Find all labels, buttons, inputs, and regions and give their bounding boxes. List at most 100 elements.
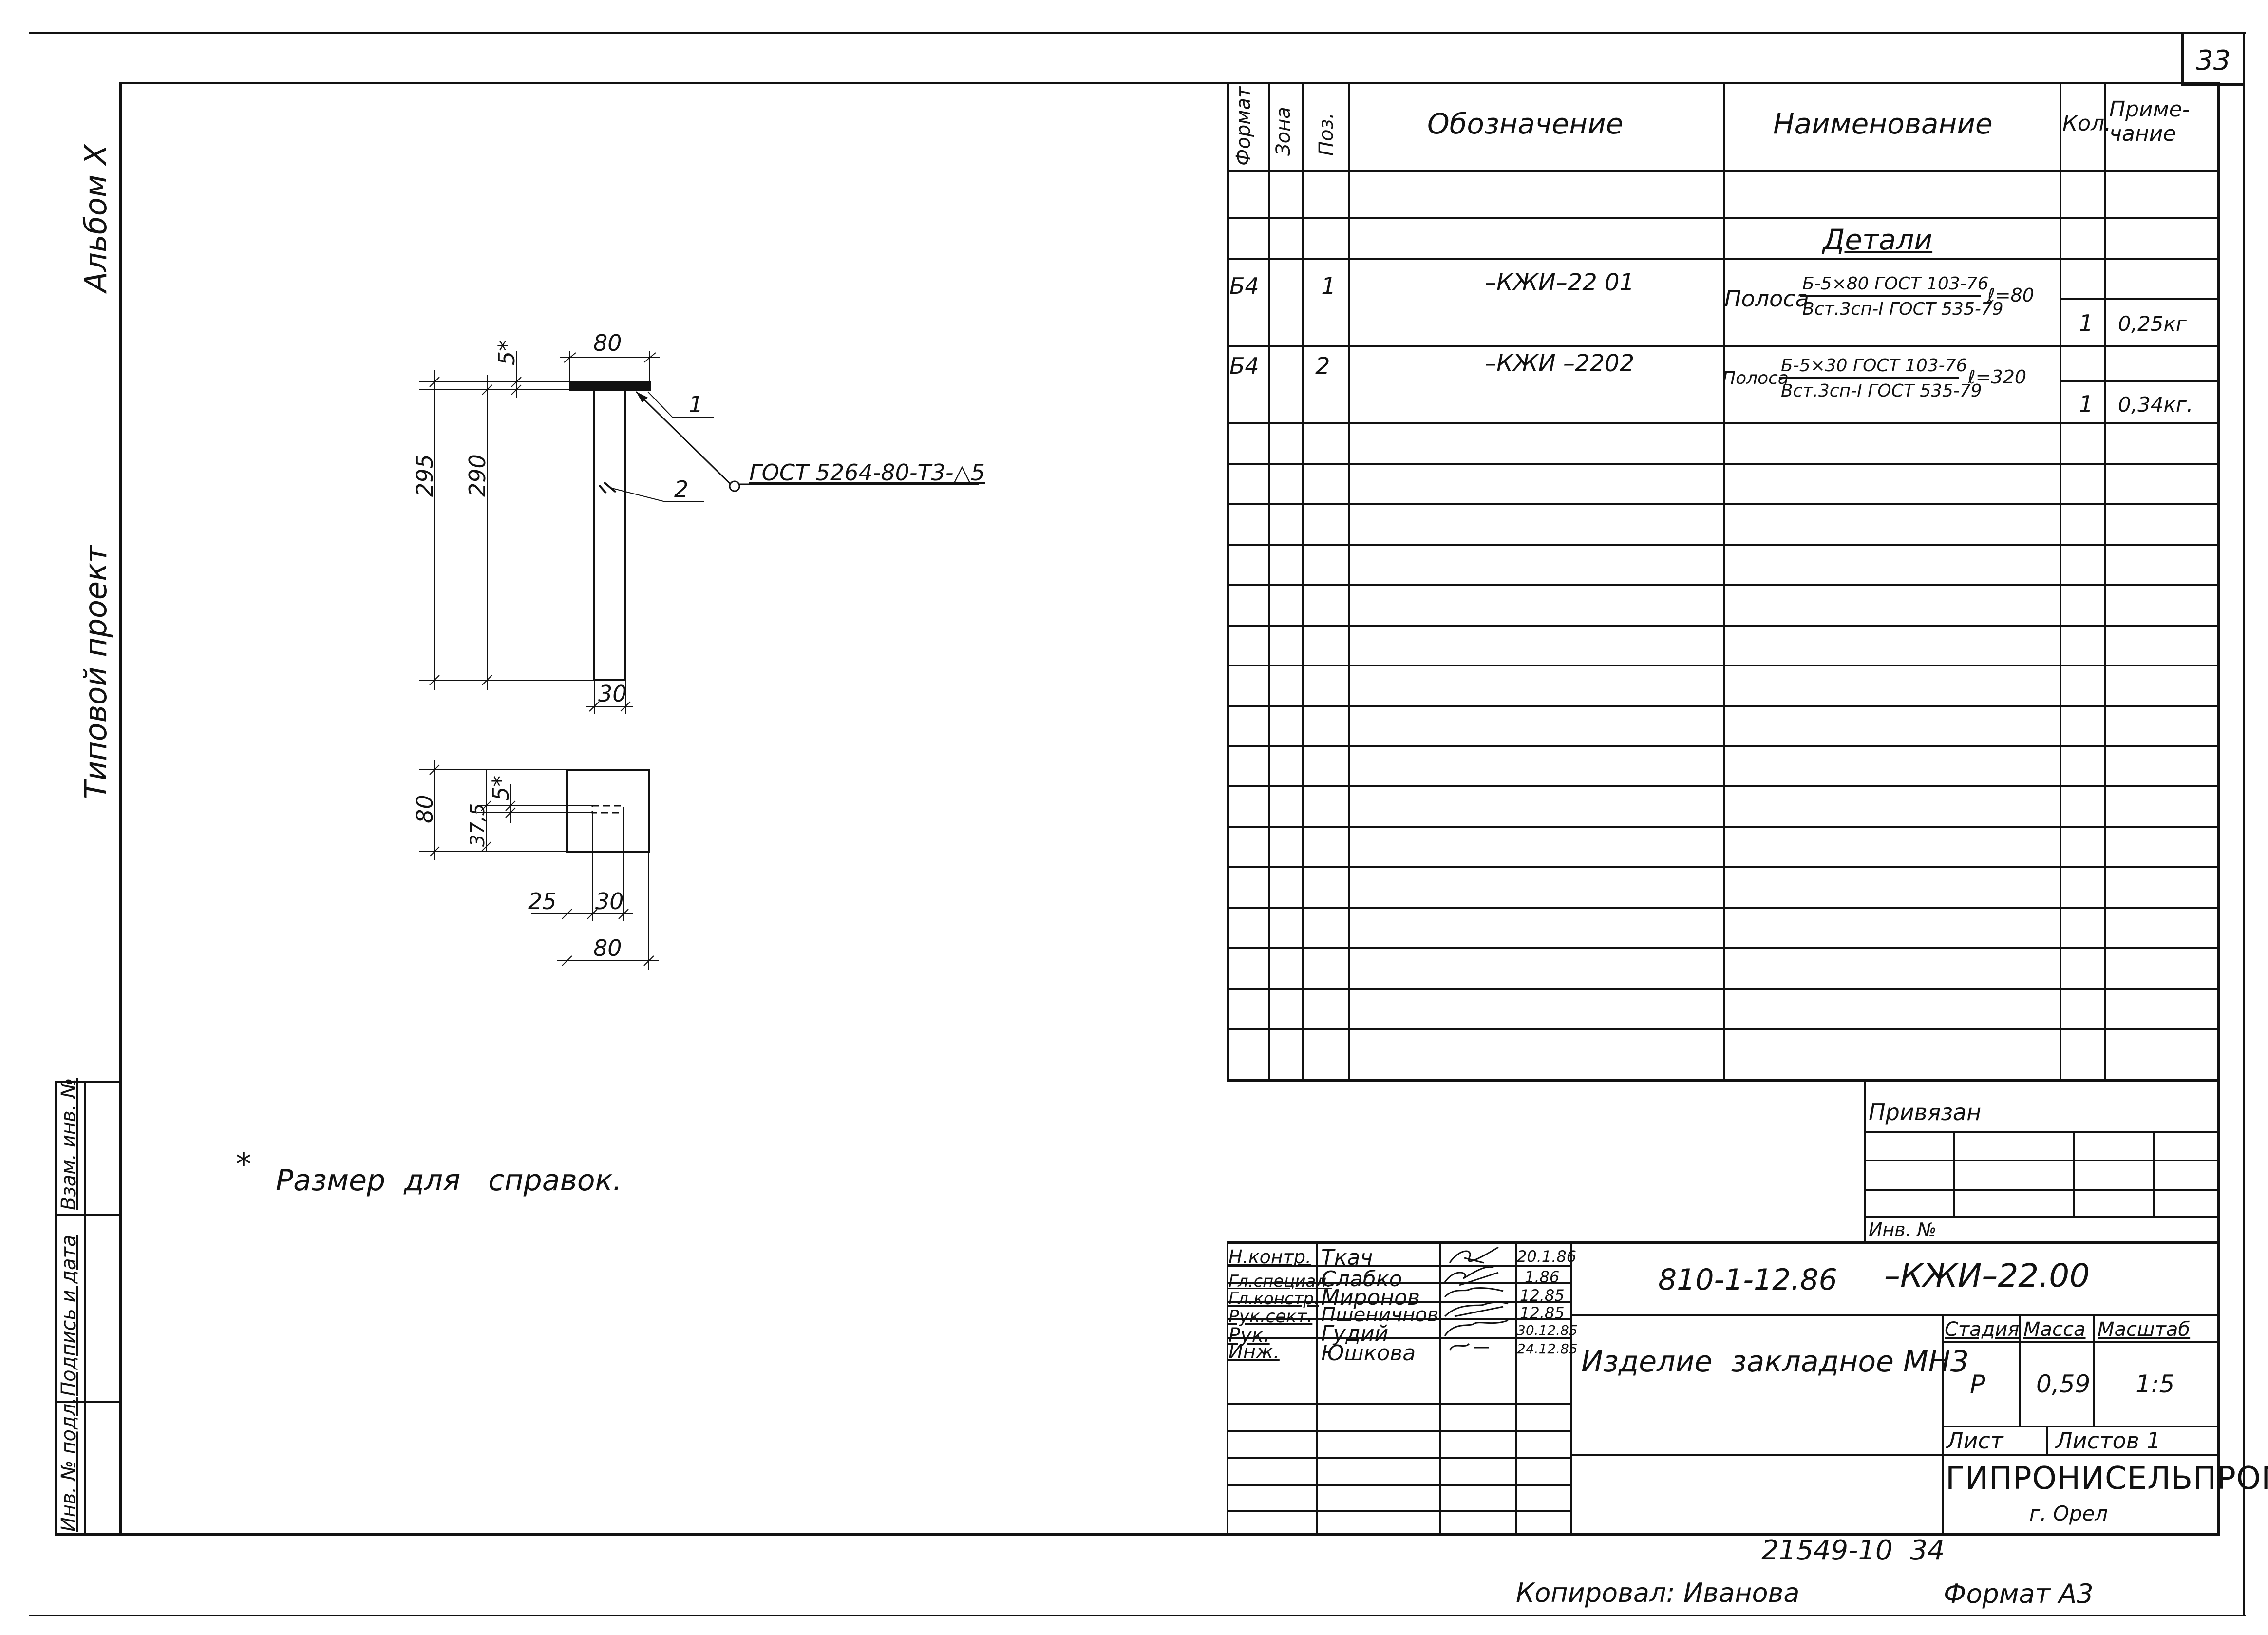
spec-row-line bbox=[1227, 745, 2220, 747]
leader-pos1-label: 1 bbox=[689, 391, 703, 418]
spec-row-line bbox=[1227, 947, 2220, 949]
tb-name-5: Юшкова bbox=[1321, 1341, 1416, 1366]
tb-col bbox=[1515, 1241, 1517, 1536]
signature bbox=[1449, 1343, 1489, 1351]
dim-plan-left: 25 bbox=[528, 888, 557, 914]
tb-row bbox=[1227, 1484, 1570, 1486]
tb-row bbox=[1227, 1337, 1570, 1339]
spec-row2-format: Б4 bbox=[1229, 353, 1259, 379]
spec-header-qty: Кол. bbox=[2062, 111, 2112, 136]
dim-plan-thick: 5* bbox=[488, 776, 514, 801]
tb-sheet-label: Лист bbox=[1947, 1427, 2003, 1454]
tb-mass-col bbox=[2019, 1314, 2021, 1427]
album-label: Альбом X bbox=[78, 144, 113, 292]
tb-stage-col bbox=[1942, 1314, 1944, 1536]
tb-org: ГИПРОНИСЕЛЬПРОМ bbox=[1946, 1461, 2268, 1497]
tb-name-0: Ткач bbox=[1321, 1245, 1373, 1270]
tb-date-1: 1.86 bbox=[1525, 1268, 1560, 1286]
left-stamp bbox=[55, 1081, 122, 1536]
signature bbox=[1449, 1246, 1499, 1264]
tb-role-3: Рук.сект. bbox=[1228, 1307, 1313, 1327]
spec-row-line bbox=[1227, 584, 2220, 586]
binding-col bbox=[1953, 1131, 1955, 1216]
spec-col-designation bbox=[1348, 82, 1350, 1082]
spec-col-zone bbox=[1268, 82, 1270, 1082]
tb-doc-code: –КЖИ–22.00 bbox=[1884, 1257, 2090, 1294]
tb-col-right bbox=[1570, 1241, 1572, 1536]
spec-row-line bbox=[1227, 785, 2220, 787]
copied-by: Копировал: Иванова bbox=[1516, 1578, 1800, 1608]
spec-row-line bbox=[1227, 463, 2220, 465]
footnote-star: * bbox=[236, 1147, 251, 1183]
leader-pos2-label: 2 bbox=[674, 476, 688, 502]
tb-date-5: 24.12.85 bbox=[1517, 1341, 1578, 1357]
binding-line bbox=[1864, 1131, 2220, 1133]
signature bbox=[1444, 1287, 1504, 1298]
tb-stage: Р bbox=[1970, 1370, 1985, 1399]
tb-scale: 1:5 bbox=[2136, 1370, 2175, 1398]
tb-stage-header-line bbox=[1942, 1341, 2220, 1343]
right-trim-line bbox=[2243, 32, 2245, 1616]
spec-row-line bbox=[1227, 217, 2220, 219]
binding-line bbox=[1864, 1216, 2220, 1218]
binding-col bbox=[2073, 1131, 2075, 1216]
tb-date-3: 12.85 bbox=[1520, 1304, 1565, 1322]
dim-plan-height: 80 bbox=[412, 795, 438, 823]
binding-block bbox=[1864, 1082, 2220, 1242]
tb-doc-line bbox=[1570, 1314, 2220, 1316]
spec-row-line bbox=[1227, 503, 2220, 505]
page-number-box bbox=[2181, 32, 2244, 86]
spec-header-name: Наименование bbox=[1773, 107, 1993, 140]
project-type-label: Типовой проект bbox=[78, 545, 113, 799]
dim-stem-height: 290 bbox=[464, 454, 491, 497]
spec-row-line bbox=[1227, 345, 2220, 347]
spec-row-line bbox=[1227, 705, 2220, 707]
dim-total-height: 295 bbox=[412, 454, 438, 497]
sheet-format: Формат А3 bbox=[1944, 1578, 2094, 1609]
spec-row1-fraction-bar bbox=[1800, 295, 1981, 297]
drawing-area: 80 5* 295 290 30 1 2 ГОСТ 5264-80-Т3-△5 … bbox=[412, 330, 985, 970]
spec-row1-qty: 1 bbox=[2079, 310, 2094, 336]
tb-row bbox=[1227, 1457, 1570, 1459]
left-stamp-divider bbox=[84, 1081, 86, 1536]
spec-row-line bbox=[1227, 625, 2220, 627]
spec-row-line bbox=[1227, 907, 2220, 909]
tb-row bbox=[1227, 1430, 1570, 1432]
spec-row2-length: ℓ=320 bbox=[1968, 366, 2027, 388]
tb-role-0: Н.контр. bbox=[1228, 1246, 1312, 1268]
tb-row bbox=[1227, 1403, 1570, 1405]
tb-row bbox=[1227, 1265, 1570, 1267]
dim-stem-width: 30 bbox=[598, 681, 627, 707]
signature bbox=[1444, 1301, 1509, 1317]
spec-row1-name-bottom: Вст.3сп-I ГОСТ 535-79 bbox=[1802, 299, 2003, 319]
tb-sheet-line bbox=[1942, 1426, 2220, 1427]
top-trim-line bbox=[29, 32, 2246, 34]
tb-role-1: Гл.специал. bbox=[1228, 1272, 1332, 1291]
tb-city: г. Орел bbox=[2029, 1502, 2108, 1525]
left-stamp-replace-inv: Взам. инв. № bbox=[57, 1078, 80, 1210]
tb-name-1: Слабко bbox=[1321, 1267, 1402, 1292]
spec-row-line bbox=[1227, 258, 2220, 260]
tb-role-2: Гл.констр. bbox=[1228, 1289, 1319, 1309]
spec-row2-pos: 2 bbox=[1315, 353, 1330, 380]
tb-col bbox=[1316, 1241, 1318, 1536]
binding-col bbox=[2153, 1131, 2155, 1216]
spec-header-line bbox=[1227, 170, 2220, 172]
tb-date-4: 30.12.85 bbox=[1517, 1322, 1578, 1338]
tb-name-2: Миронов bbox=[1321, 1285, 1420, 1310]
spec-row1-length: ℓ=80 bbox=[1987, 285, 2034, 306]
signatures bbox=[1444, 1246, 1509, 1351]
spec-qty-subline bbox=[2060, 298, 2220, 300]
spec-row1-pos: 1 bbox=[1321, 273, 1336, 300]
spec-row2-name-prefix: Полоса bbox=[1722, 368, 1789, 388]
footnote-text: Размер для справок. bbox=[276, 1163, 622, 1198]
binding-line bbox=[1864, 1160, 2220, 1161]
tb-name-3: Пшеничнов bbox=[1321, 1304, 1439, 1326]
main-frame bbox=[119, 82, 2220, 1536]
tb-role-5: Инж. bbox=[1228, 1341, 1280, 1363]
weld-symbol: ГОСТ 5264-80-Т3-△5 bbox=[749, 459, 985, 486]
title-block-top bbox=[1227, 1241, 2220, 1244]
spec-row1-designation: –КЖИ–22 01 bbox=[1485, 269, 1635, 296]
spec-row-line bbox=[1227, 866, 2220, 868]
tb-sheet-line2 bbox=[1570, 1454, 2220, 1456]
